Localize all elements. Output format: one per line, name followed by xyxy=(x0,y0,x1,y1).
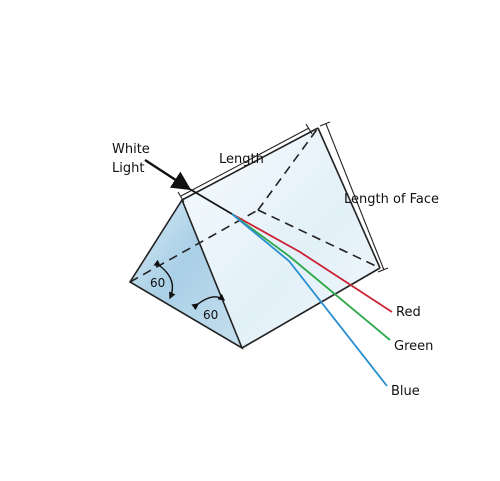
angle-arcs xyxy=(153,259,226,311)
green-label: Green xyxy=(394,339,433,354)
prism-front-face xyxy=(130,200,242,348)
incoming-beam xyxy=(144,158,192,191)
incoming-label-line2: Light xyxy=(112,161,144,176)
red-label: Red xyxy=(396,305,421,320)
blue-label: Blue xyxy=(391,384,420,399)
length-of-face-label: Length of Face xyxy=(344,192,439,207)
hidden-edges xyxy=(129,127,381,283)
angle-bottom-label: 60 xyxy=(203,308,218,322)
length-label: Length xyxy=(219,152,264,167)
incoming-beam-inside xyxy=(187,187,233,215)
green-beam xyxy=(231,213,391,341)
prism-side-face xyxy=(182,128,380,348)
incoming-label-line1: White xyxy=(112,142,150,157)
angle-left-label: 60 xyxy=(150,276,165,290)
refracted-beams xyxy=(231,213,393,387)
length-dimension xyxy=(177,123,313,203)
blue-beam xyxy=(231,213,388,387)
red-beam xyxy=(231,213,393,313)
visible-edges xyxy=(128,127,381,350)
length-of-face-dimension xyxy=(319,121,389,273)
